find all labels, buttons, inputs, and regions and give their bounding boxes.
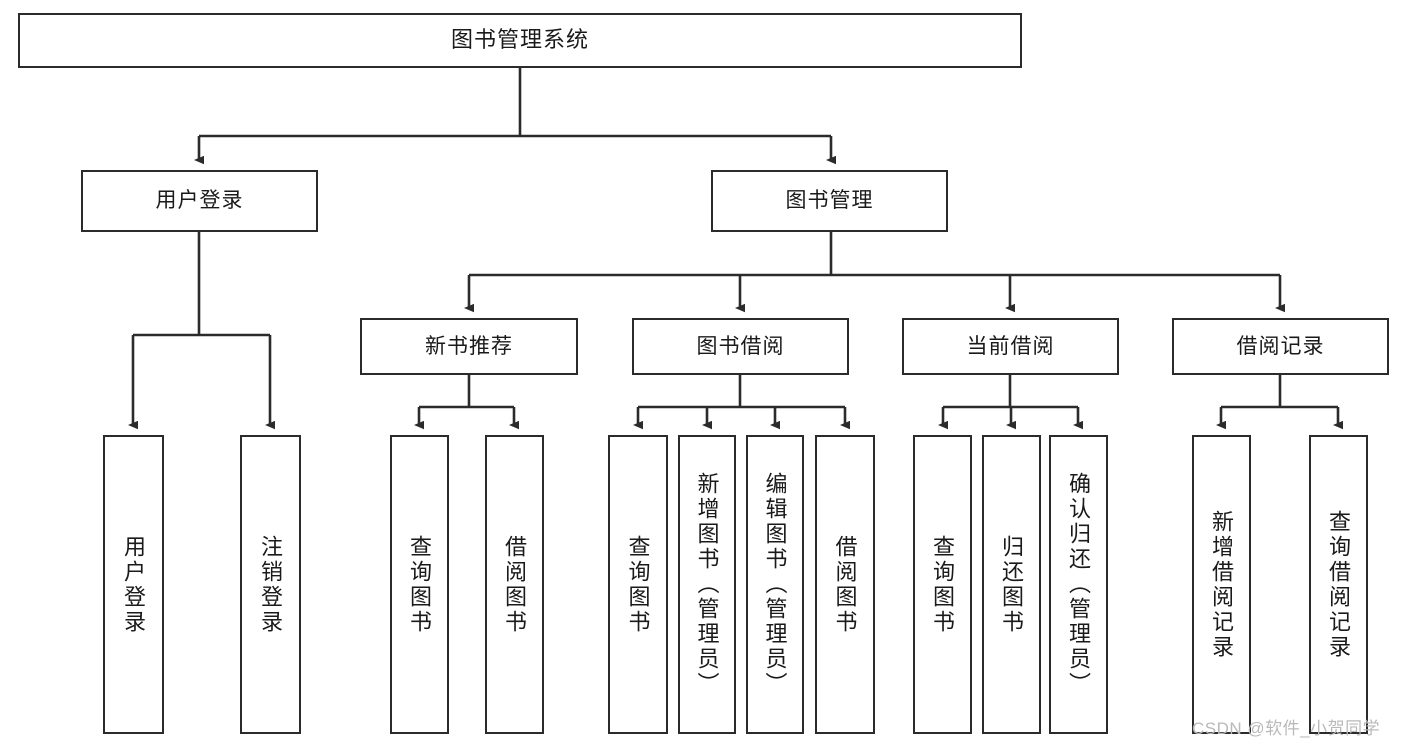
node-new-book-rec-label: 新书推荐 xyxy=(425,334,513,358)
node-leaf-query-book-2-label: 查询图书 xyxy=(625,534,651,635)
node-leaf-borrow-book-2-label: 借阅图书 xyxy=(832,534,858,635)
node-leaf-logout-label: 注销登录 xyxy=(258,534,284,635)
node-leaf-query-book-2[interactable]: 查询图书 xyxy=(608,435,668,734)
node-leaf-add-record[interactable]: 新增借阅记录 xyxy=(1192,435,1251,734)
node-leaf-query-book-3-label: 查询图书 xyxy=(930,534,956,635)
node-leaf-logout[interactable]: 注销登录 xyxy=(240,435,301,734)
node-user-login-label: 用户登录 xyxy=(155,189,244,213)
node-leaf-add-record-label: 新增借阅记录 xyxy=(1209,509,1235,660)
node-new-book-rec[interactable]: 新书推荐 xyxy=(360,318,578,375)
node-leaf-borrow-book-2[interactable]: 借阅图书 xyxy=(815,435,875,734)
node-leaf-query-book-1[interactable]: 查询图书 xyxy=(390,435,449,734)
node-leaf-borrow-book-1[interactable]: 借阅图书 xyxy=(485,435,544,734)
node-leaf-edit-book-label: 编辑图书（管理员） xyxy=(762,472,788,697)
node-user-login[interactable]: 用户登录 xyxy=(81,170,318,232)
node-root-label: 图书管理系统 xyxy=(450,27,589,53)
node-leaf-query-record-label: 查询借阅记录 xyxy=(1326,509,1352,660)
node-leaf-return-book[interactable]: 归还图书 xyxy=(982,435,1041,734)
node-leaf-confirm-return[interactable]: 确认归还（管理员） xyxy=(1049,435,1108,734)
node-book-manage-label: 图书管理 xyxy=(785,189,874,213)
node-leaf-user-login-label: 用户登录 xyxy=(121,534,147,635)
node-leaf-add-book-label: 新增图书（管理员） xyxy=(694,472,720,697)
node-leaf-edit-book[interactable]: 编辑图书（管理员） xyxy=(746,435,804,734)
node-book-borrow-label: 图书借阅 xyxy=(696,334,785,358)
node-book-borrow[interactable]: 图书借阅 xyxy=(632,318,849,375)
node-current-borrow[interactable]: 当前借阅 xyxy=(902,318,1119,375)
node-book-manage[interactable]: 图书管理 xyxy=(711,170,948,232)
node-leaf-query-record[interactable]: 查询借阅记录 xyxy=(1309,435,1368,734)
node-leaf-add-book[interactable]: 新增图书（管理员） xyxy=(678,435,736,734)
node-leaf-user-login[interactable]: 用户登录 xyxy=(103,435,164,734)
node-leaf-query-book-1-label: 查询图书 xyxy=(407,534,433,635)
node-current-borrow-label: 当前借阅 xyxy=(966,334,1055,358)
node-leaf-return-book-label: 归还图书 xyxy=(999,534,1025,635)
node-leaf-query-book-3[interactable]: 查询图书 xyxy=(913,435,972,734)
node-borrow-record-label: 借阅记录 xyxy=(1236,334,1325,358)
node-borrow-record[interactable]: 借阅记录 xyxy=(1172,318,1389,375)
node-leaf-borrow-book-1-label: 借阅图书 xyxy=(502,534,528,635)
node-leaf-confirm-return-label: 确认归还（管理员） xyxy=(1066,472,1092,697)
node-root[interactable]: 图书管理系统 xyxy=(18,13,1022,68)
